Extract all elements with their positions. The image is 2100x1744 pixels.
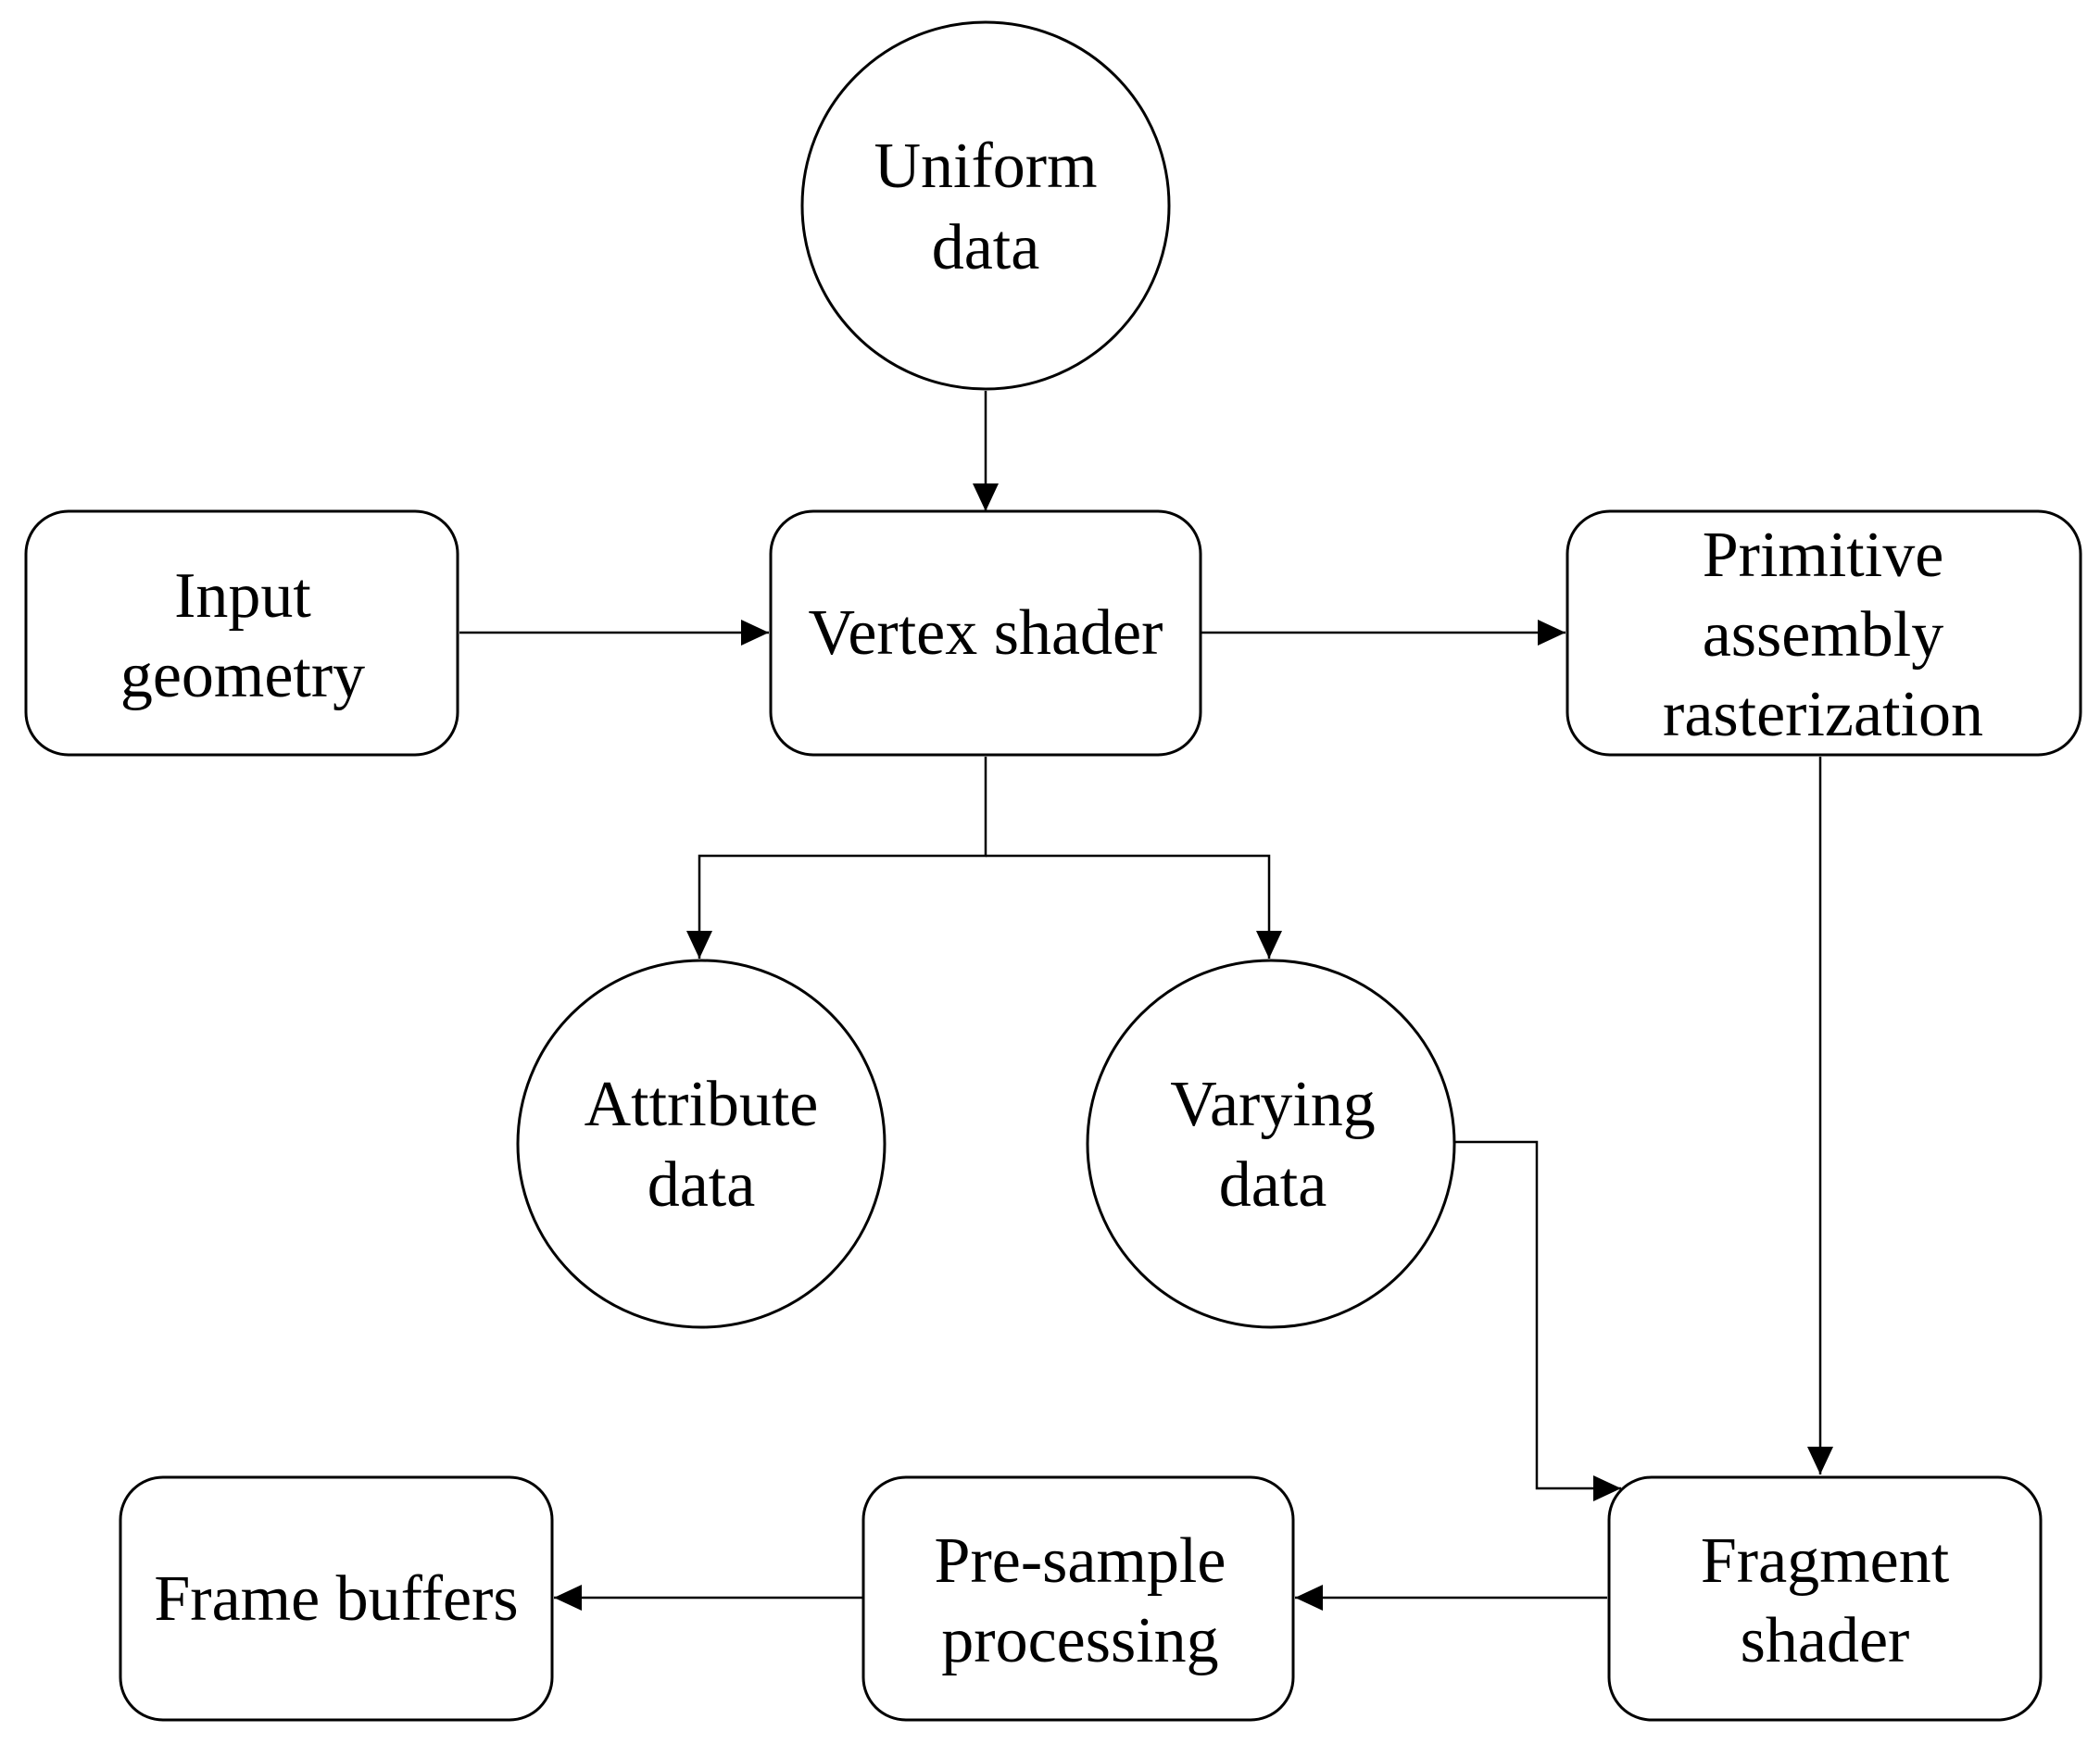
varying-data-line-2: data bbox=[1219, 1149, 1327, 1221]
vertex-shader-label: Vertex shader bbox=[809, 597, 1163, 669]
uniform-data-line-1: Uniform bbox=[874, 131, 1097, 202]
edge-vertex-to-attribute bbox=[686, 757, 987, 959]
node-input-geometry: Input geometry bbox=[24, 509, 459, 757]
input-geometry-line-2: geometry bbox=[120, 640, 365, 711]
edges bbox=[459, 391, 1833, 1611]
frame-buffers-label: Frame buffers bbox=[154, 1563, 518, 1635]
pre-sample-line-2: processing bbox=[941, 1605, 1218, 1676]
node-varying-data: Varying data bbox=[1086, 959, 1456, 1329]
edge-vertex-to-varying bbox=[986, 854, 1282, 959]
attribute-data-line-2: data bbox=[648, 1149, 756, 1221]
fragment-shader-line-2: shader bbox=[1741, 1605, 1910, 1676]
node-attribute-data: Attribute data bbox=[516, 959, 887, 1329]
node-uniform-data: Uniform data bbox=[800, 20, 1171, 391]
primitive-assembly-line-1: Primitive bbox=[1703, 520, 1944, 591]
node-frame-buffers: Frame buffers bbox=[119, 1475, 554, 1722]
edge-varying-to-fragment bbox=[1454, 1140, 1621, 1501]
node-vertex-shader: Vertex shader bbox=[769, 509, 1202, 757]
node-primitive-assembly: Primitive assembly rasterization bbox=[1566, 509, 2082, 757]
primitive-assembly-line-2: assembly bbox=[1703, 599, 1944, 671]
primitive-assembly-line-3: rasterization bbox=[1663, 679, 1983, 750]
attribute-data-line-1: Attribute bbox=[585, 1069, 819, 1140]
node-pre-sample-processing: Pre-sample processing bbox=[861, 1475, 1295, 1722]
node-fragment-shader: Fragment shader bbox=[1607, 1475, 2043, 1722]
fragment-shader-line-1: Fragment bbox=[1701, 1525, 1950, 1597]
varying-data-line-1: Varying bbox=[1170, 1069, 1376, 1140]
pre-sample-line-1: Pre-sample bbox=[935, 1525, 1226, 1597]
input-geometry-line-1: Input bbox=[174, 560, 311, 632]
uniform-data-line-2: data bbox=[932, 212, 1040, 283]
